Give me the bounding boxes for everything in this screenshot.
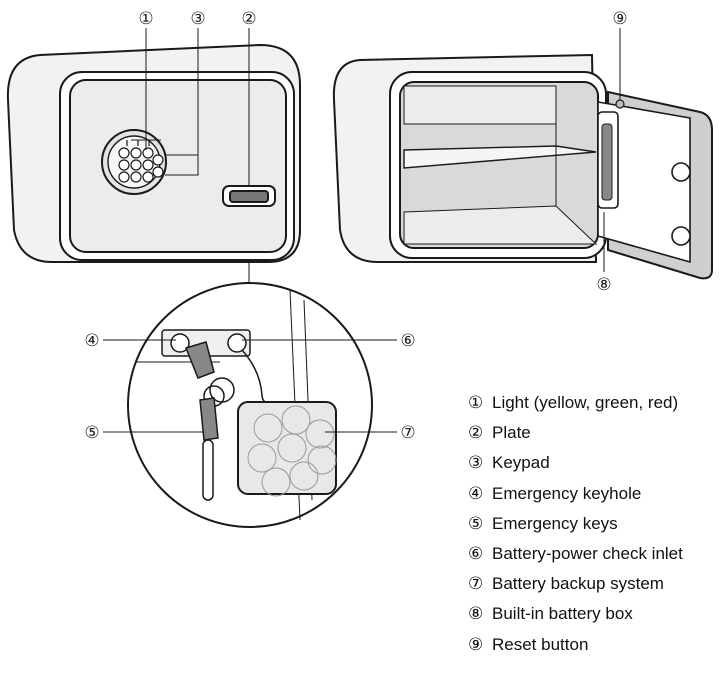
- legend-marker: ⑨: [468, 634, 484, 655]
- leader-lines-zoom: [103, 339, 397, 433]
- callout-1: ①: [138, 9, 153, 29]
- emergency-keyhole: [170, 333, 190, 353]
- legend-item: ⑤ Emergency keys: [468, 509, 683, 539]
- emergency-keys: [184, 341, 235, 501]
- legend-item: ⑥ Battery-power check inlet: [468, 539, 683, 569]
- legend-item: ① Light (yellow, green, red): [468, 388, 683, 418]
- legend-item: ③ Keypad: [468, 448, 683, 478]
- safe-door: [69, 79, 287, 253]
- closed-safe: [6, 43, 301, 263]
- callout-9: ⑨: [612, 9, 627, 29]
- parts-legend: ① Light (yellow, green, red) ② Plate ③ Keyp…: [468, 388, 683, 660]
- detail-zoom: [127, 282, 373, 528]
- legend-item: ⑦ Battery backup system: [468, 569, 683, 599]
- legend-marker: ①: [468, 393, 484, 414]
- legend-label: Emergency keyhole: [492, 483, 642, 503]
- legend-marker: ③: [468, 453, 484, 474]
- callout-2: ②: [241, 9, 256, 29]
- legend-marker: ⑤: [468, 513, 484, 534]
- legend-label: Battery backup system: [492, 574, 664, 594]
- bolt-upper: [671, 162, 691, 182]
- legend-label: Reset button: [492, 634, 589, 654]
- callout-8: ⑧: [596, 275, 611, 295]
- legend-marker: ⑦: [468, 574, 484, 595]
- legend-marker: ②: [468, 423, 484, 444]
- bolt-lower: [671, 226, 691, 246]
- legend-item: ④ Emergency keyhole: [468, 479, 683, 509]
- legend-label: Plate: [492, 423, 531, 443]
- callout-3: ③: [190, 9, 205, 29]
- shelf: [403, 145, 597, 169]
- callout-4: ④: [84, 331, 99, 351]
- legend-item: ② Plate: [468, 418, 683, 448]
- leader-lines-left: [131, 28, 250, 284]
- battery-check-inlet: [227, 333, 247, 353]
- legend-label: Built-in battery box: [492, 604, 633, 624]
- legend-marker: ⑥: [468, 544, 484, 565]
- battery-backup-pattern: [247, 405, 337, 497]
- light-indicators: [126, 140, 150, 146]
- legend-label: Battery-power check inlet: [492, 544, 683, 564]
- callout-7: ⑦: [400, 423, 415, 443]
- legend-item: ⑨ Reset button: [468, 630, 683, 660]
- leader-lines-right: [603, 28, 621, 272]
- legend-marker: ⑧: [468, 604, 484, 625]
- callout-5: ⑤: [84, 423, 99, 443]
- legend-marker: ④: [468, 483, 484, 504]
- battery-backup: [237, 401, 337, 495]
- open-safe: [332, 53, 713, 280]
- callout-6: ⑥: [400, 331, 415, 351]
- reset-button: [615, 99, 625, 109]
- legend-item: ⑧ Built-in battery box: [468, 599, 683, 629]
- keypad: [118, 147, 164, 183]
- legend-label: Emergency keys: [492, 513, 618, 533]
- legend-label: Light (yellow, green, red): [492, 393, 679, 413]
- legend-label: Keypad: [492, 453, 550, 473]
